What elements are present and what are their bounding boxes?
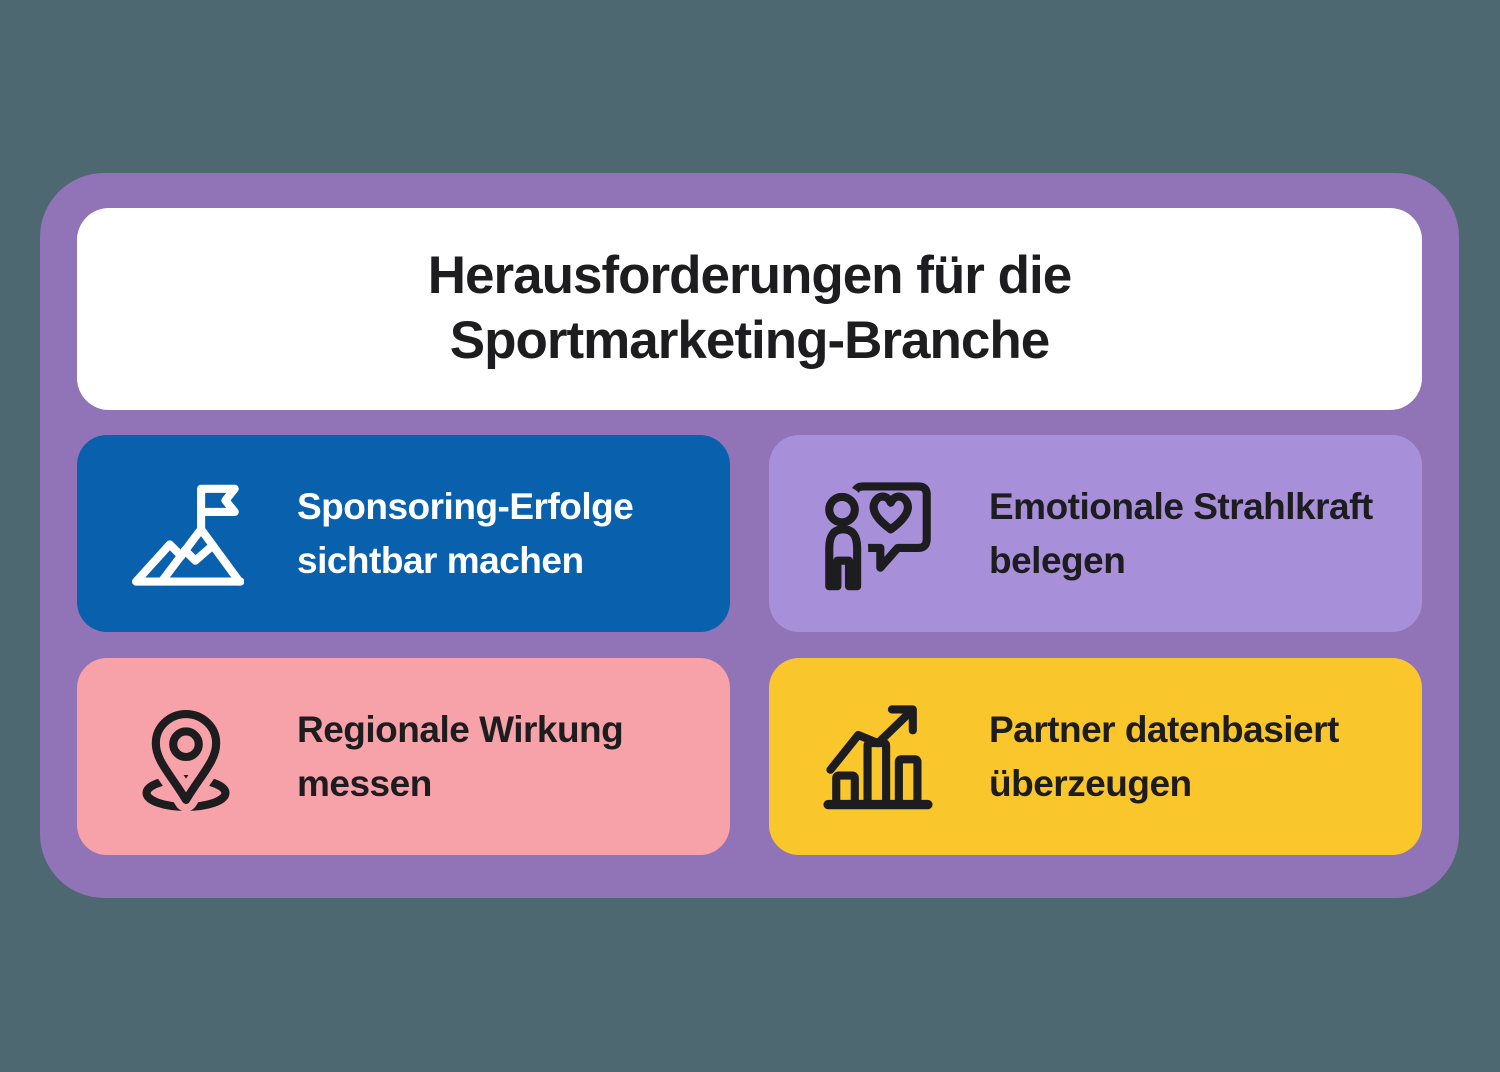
page-title-line-1: Herausforderungen für die <box>427 246 1072 306</box>
mountain-flag-icon <box>128 476 244 592</box>
header-card: Herausforderungen für die Sportmarketing… <box>77 208 1422 410</box>
card-label-line-2: belegen <box>989 539 1126 581</box>
page-title-line-2: Sportmarketing-Branche <box>449 311 1050 370</box>
card-label: Emotionale Strahlkraft belegen <box>989 480 1373 587</box>
card-label-line-1: Emotionale Strahlkraft <box>989 485 1373 527</box>
infographic-panel: Herausforderungen für die Sportmarketing… <box>40 173 1459 898</box>
location-pin-icon <box>128 699 244 815</box>
growth-chart-icon <box>820 699 936 815</box>
card-label-line-1: Regionale Wirkung <box>297 708 624 750</box>
card-regionale-wirkung: Regionale Wirkung messen <box>77 658 730 855</box>
card-label-line-1: Sponsoring-Erfolge <box>297 485 634 527</box>
card-label-line-2: überzeugen <box>989 762 1192 804</box>
card-label-line-2: messen <box>297 762 432 804</box>
card-label: Partner datenbasiert überzeugen <box>989 703 1339 810</box>
card-partner-datenbasiert: Partner datenbasiert überzeugen <box>769 658 1422 855</box>
person-heart-bubble-icon <box>820 476 936 592</box>
challenge-card-grid: Sponsoring-Erfolge sichtbar machen <box>77 435 1422 855</box>
card-emotionale-strahlkraft: Emotionale Strahlkraft belegen <box>769 435 1422 632</box>
card-label-line-1: Partner datenbasiert <box>989 708 1339 750</box>
card-label: Sponsoring-Erfolge sichtbar machen <box>297 480 634 587</box>
card-sponsoring-erfolge: Sponsoring-Erfolge sichtbar machen <box>77 435 730 632</box>
card-label-line-2: sichtbar machen <box>297 539 584 581</box>
card-label: Regionale Wirkung messen <box>297 703 624 810</box>
